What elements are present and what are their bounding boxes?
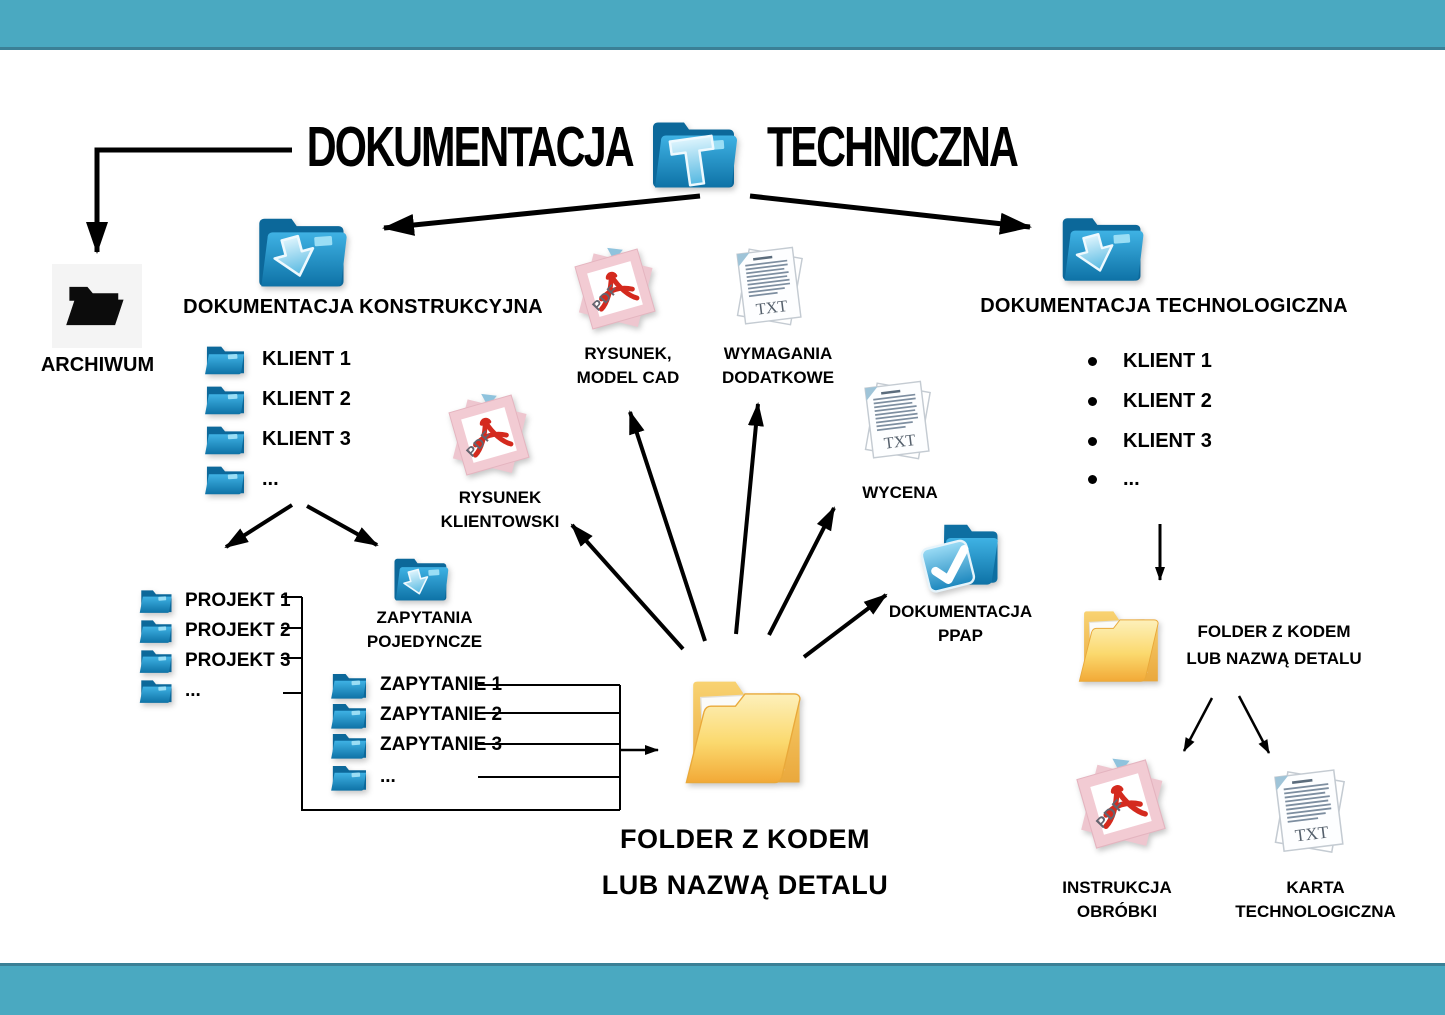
list-item-klient-2-tech: KLIENT 2 [1088, 390, 1212, 413]
label-line: TECHNOLOGICZNA [1235, 902, 1396, 921]
code-folder-label: FOLDER Z KODEM LUB NAZWĄ DETALU [1170, 618, 1378, 672]
list-item-label: KLIENT 2 [1123, 390, 1212, 412]
label-line: KLIENTOWSKI [440, 512, 560, 531]
technologiczna-label: DOKUMENTACJA TECHNOLOGICZNA [980, 295, 1348, 317]
blue-folder-icon [328, 668, 370, 702]
karta-technologiczna-label: KARTA TECHNOLOGICZNA [1228, 876, 1403, 924]
list-item-projekt-more: ... [137, 675, 201, 706]
bullet-icon [1088, 437, 1097, 446]
instrukcja-obrobki-label: INSTRUKCJA OBRÓBKI [1053, 876, 1181, 924]
node-archiwum [52, 264, 142, 348]
label-line: DODATKOWE [721, 368, 835, 387]
zapytania-pojedyncze-label: ZAPYTANIA POJEDYNCZE [352, 606, 497, 654]
label-line: KARTA [1286, 878, 1345, 897]
list-item-klient-more-tech: ... [1088, 468, 1140, 491]
list-item-zapytanie-2: ZAPYTANIE 2 [328, 698, 502, 732]
page-title-right: TECHNICZNA [767, 116, 1019, 179]
pdf-file-icon [566, 240, 664, 338]
rysunek-klientowski-label: RYSUNEK KLIENTOWSKI [437, 486, 563, 534]
list-item-projekt-3: PROJEKT 3 [137, 645, 291, 676]
bottom-accent-bar [0, 963, 1445, 1015]
label-line: RYSUNEK, [584, 344, 672, 363]
list-item-zapytanie-3: ZAPYTANIE 3 [328, 728, 502, 762]
pdf-file-icon [1065, 750, 1177, 858]
label-line: PPAP [937, 626, 984, 645]
list-item-projekt-1: PROJEKT 1 [137, 585, 291, 616]
label-line: OBRÓBKI [1076, 902, 1158, 921]
label-line: FOLDER Z KODEM [620, 824, 870, 854]
blue-folder-download-icon [252, 206, 356, 294]
txt-file-icon [722, 236, 818, 336]
label-line: DOKUMENTACJA [888, 602, 1033, 621]
blue-folder-icon [137, 585, 175, 616]
yellow-folder-icon [1068, 596, 1172, 691]
txt-file-icon [850, 370, 946, 470]
wymagania-dodatkowe-label: WYMAGANIA DODATKOWE [712, 342, 844, 390]
blue-folder-icon [202, 460, 248, 498]
rysunek-model-cad-label: RYSUNEK, MODEL CAD [562, 342, 694, 390]
list-item-label: ... [185, 679, 201, 701]
list-item-klient-3-tech: KLIENT 3 [1088, 430, 1212, 453]
list-item-label: ZAPYTANIE 3 [380, 734, 503, 755]
label-line: WYCENA [862, 483, 938, 502]
blue-folder-download-icon [390, 550, 454, 606]
txt-file-icon [1256, 760, 1364, 862]
label-line: WYMAGANIA [723, 344, 833, 363]
list-item-klient-1: KLIENT 1 [202, 340, 351, 378]
bullet-icon [1088, 357, 1097, 366]
list-item-label: PROJEKT 1 [185, 589, 291, 611]
list-item-klient-2: KLIENT 2 [202, 380, 351, 418]
label-line: MODEL CAD [576, 368, 680, 387]
list-item-zapytanie-more: ... [328, 760, 396, 794]
top-accent-bar [0, 0, 1445, 50]
blue-folder-icon [328, 760, 370, 794]
list-item-label: PROJEKT 2 [185, 619, 291, 641]
list-item-klient-3: KLIENT 3 [202, 420, 351, 458]
list-item-projekt-2: PROJEKT 2 [137, 615, 291, 646]
list-item-label: KLIENT 3 [262, 427, 351, 450]
konstrukcyjna-label: DOKUMENTACJA KONSTRUKCYJNA [183, 296, 543, 318]
list-item-klient-1-tech: KLIENT 1 [1088, 350, 1212, 373]
label-line: INSTRUKCJA [1062, 878, 1172, 897]
page-title-left: DOKUMENTACJA [307, 116, 635, 179]
blue-folder-check-icon [912, 514, 1007, 602]
blue-folder-icon [328, 698, 370, 732]
label-line: RYSUNEK [458, 488, 542, 507]
list-item-label: KLIENT 1 [262, 347, 351, 370]
center-folder-label: FOLDER Z KODEM LUB NAZWĄ DETALU [565, 816, 925, 908]
list-item-label: ZAPYTANIE 2 [380, 704, 503, 725]
list-item-label: KLIENT 2 [262, 387, 351, 410]
blue-folder-icon [202, 380, 248, 418]
archiwum-label: ARCHIWUM [40, 354, 155, 376]
list-item-label: KLIENT 3 [1123, 430, 1212, 452]
blue-folder-download-icon [1056, 206, 1152, 288]
blue-folder-icon [137, 675, 175, 706]
blue-folder-icon [137, 645, 175, 676]
bullet-icon [1088, 397, 1097, 406]
list-item-zapytanie-1: ZAPYTANIE 1 [328, 668, 502, 702]
blue-folder-icon [137, 615, 175, 646]
list-item-label: ... [262, 467, 279, 490]
list-item-label: ... [380, 766, 396, 787]
bullet-icon [1088, 475, 1097, 484]
label-line: FOLDER Z KODEM [1197, 622, 1351, 641]
wycena-label: WYCENA [850, 481, 950, 505]
dokumentacja-ppap-label: DOKUMENTACJA PPAP [888, 600, 1033, 648]
black-open-folder-icon [63, 276, 131, 336]
blue-folder-icon [328, 728, 370, 762]
list-item-label: PROJEKT 3 [185, 649, 291, 671]
list-item-klient-more: ... [202, 460, 279, 498]
label-line: POJEDYNCZE [366, 632, 483, 651]
label-line: LUB NAZWĄ DETALU [601, 870, 889, 900]
blue-folder-icon [202, 420, 248, 458]
blue-folder-t-icon [646, 110, 746, 195]
label-line: LUB NAZWĄ DETALU [1186, 649, 1362, 668]
list-item-label: ... [1123, 468, 1140, 490]
list-item-label: KLIENT 1 [1123, 350, 1212, 372]
label-line: ZAPYTANIA [376, 608, 473, 627]
pdf-file-icon [440, 386, 538, 484]
blue-folder-icon [202, 340, 248, 378]
list-item-label: ZAPYTANIE 1 [380, 674, 503, 695]
yellow-folder-icon [670, 658, 820, 798]
